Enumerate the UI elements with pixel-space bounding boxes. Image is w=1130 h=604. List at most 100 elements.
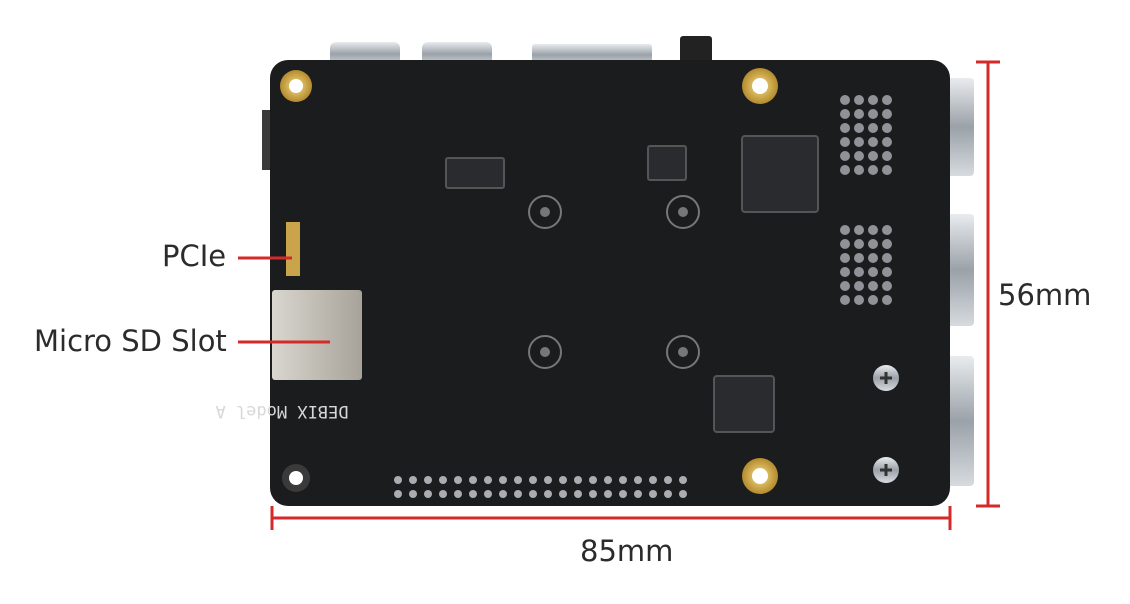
silkscreen-text: DEBIX Model A [215, 401, 348, 421]
gpio-pin [649, 490, 657, 498]
right-connectors [944, 78, 974, 486]
screws [873, 365, 899, 483]
gpio-pin [574, 476, 582, 484]
usb-port-lower [944, 214, 974, 326]
solder-pad [840, 123, 850, 133]
solder-pad [868, 295, 878, 305]
pcie-label: PCIe [162, 239, 227, 273]
solder-pad [840, 253, 850, 263]
solder-pad [868, 239, 878, 249]
solder-pad [882, 295, 892, 305]
solder-pad [854, 267, 864, 277]
solder-pad [840, 239, 850, 249]
gpio-pin [409, 490, 417, 498]
gpio-pin [604, 490, 612, 498]
usb-port-upper [944, 78, 974, 176]
solder-pad [882, 253, 892, 263]
solder-pad [854, 281, 864, 291]
solder-pad [854, 165, 864, 175]
solder-pad [882, 281, 892, 291]
solder-pad [882, 137, 892, 147]
gpio-pin [679, 476, 687, 484]
chip [713, 375, 775, 433]
gpio-pin [469, 490, 477, 498]
gpio-pin [424, 490, 432, 498]
solder-pad [868, 151, 878, 161]
gpio-pin [484, 490, 492, 498]
solder-pad [854, 151, 864, 161]
chips [445, 135, 819, 433]
chip [647, 145, 687, 181]
gpio-pin [664, 476, 672, 484]
gpio-pin [409, 476, 417, 484]
gpio-pin [619, 476, 627, 484]
gpio-pin [484, 476, 492, 484]
solder-pad [854, 123, 864, 133]
solder-pad [840, 165, 850, 175]
solder-pad [868, 123, 878, 133]
gpio-pin [469, 476, 477, 484]
solder-pad [868, 253, 878, 263]
solder-pad [882, 267, 892, 277]
gpio-pin [439, 490, 447, 498]
gpio-pin [589, 490, 597, 498]
solder-pad [854, 95, 864, 105]
mounting-holes [280, 68, 778, 494]
audio-jack [680, 36, 712, 66]
gpio-pin [499, 490, 507, 498]
solder-pad [840, 225, 850, 235]
gpio-pin [604, 476, 612, 484]
gpio-pin [514, 476, 522, 484]
gpio-pin [664, 490, 672, 498]
component-rings [528, 195, 700, 369]
gpio-pin [559, 490, 567, 498]
pcie-connector [286, 222, 300, 276]
solder-pad [854, 137, 864, 147]
solder-pad [854, 295, 864, 305]
gpio-pin [589, 476, 597, 484]
solder-pad [868, 281, 878, 291]
width-label: 85mm [580, 534, 674, 568]
solder-pad [868, 95, 878, 105]
gpio-pin [544, 476, 552, 484]
gpio-pin [649, 476, 657, 484]
dimension-lines [238, 60, 1000, 530]
solder-pad [868, 267, 878, 277]
micro-sd-slot-label: Micro SD Slot [34, 324, 227, 358]
ethernet-port [944, 356, 974, 486]
gpio-pin [394, 476, 402, 484]
pad-array [840, 95, 892, 305]
chip [741, 135, 819, 213]
solder-pad [854, 239, 864, 249]
solder-pad [868, 109, 878, 119]
micro-sd-slot [272, 290, 362, 380]
gpio-pin [634, 476, 642, 484]
solder-pad [868, 137, 878, 147]
solder-pad [840, 151, 850, 161]
solder-pad [868, 165, 878, 175]
solder-pad [840, 295, 850, 305]
gpio-pin [454, 490, 462, 498]
solder-pad [882, 95, 892, 105]
chip [445, 157, 505, 189]
gpio-pin [499, 476, 507, 484]
gpio-pin [619, 490, 627, 498]
gpio-pin [529, 490, 537, 498]
gpio-pin [529, 476, 537, 484]
gpio-pin [544, 490, 552, 498]
gpio-pin [679, 490, 687, 498]
solder-pad [882, 239, 892, 249]
solder-pad [854, 253, 864, 263]
solder-pad [840, 137, 850, 147]
solder-pad [882, 109, 892, 119]
solder-pad [840, 267, 850, 277]
solder-pad [840, 281, 850, 291]
gpio-pin [424, 476, 432, 484]
solder-pad [882, 123, 892, 133]
gpio-pin [454, 476, 462, 484]
gpio-pin [514, 490, 522, 498]
gpio-header [394, 476, 687, 498]
height-label: 56mm [998, 278, 1092, 312]
solder-pad [882, 225, 892, 235]
